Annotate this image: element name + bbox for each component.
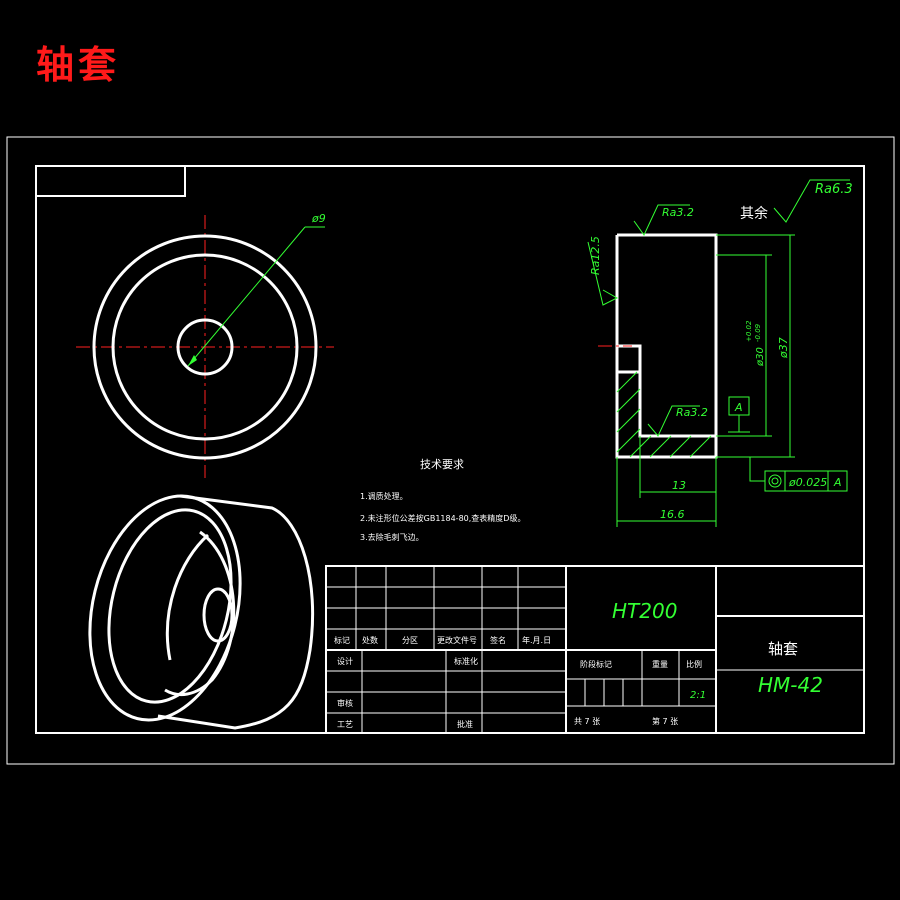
- section-view: Ra3.2 Ra12.5 Ra3.2 其余 Ra6.3 ø30 +0.02 -0…: [587, 179, 853, 527]
- dim-length-13: 13: [672, 479, 686, 492]
- tb-scale: 2:1: [690, 690, 706, 701]
- section-inner-step: [638, 372, 716, 438]
- roughness-top: Ra3.2: [662, 206, 694, 219]
- tb-standardize: 标准化: [454, 656, 478, 666]
- sheet-border-outer: [6, 136, 895, 765]
- tech-heading: 技术要求: [420, 458, 464, 471]
- tb-signature: 签名: [490, 635, 506, 645]
- tb-scale-label: 比例: [686, 659, 702, 669]
- leader-arrow: [188, 355, 197, 366]
- roughness-inner-symbol: [647, 405, 700, 437]
- tb-sheet-num: 第 7 张: [652, 716, 678, 726]
- dim-inner-tol-lower: -0.09: [754, 323, 762, 342]
- hatch: [616, 371, 712, 458]
- roughness-other: Ra6.3: [815, 182, 853, 197]
- tb-material: HT200: [612, 599, 677, 623]
- tb-sheet-total: 共 7 张: [574, 717, 600, 726]
- middle-circle: [111, 253, 299, 441]
- outer-circle: [92, 234, 318, 460]
- dim-length-16: 16.6: [660, 508, 685, 521]
- roughness-top-symbol: [633, 204, 690, 236]
- tb-weight: 重量: [652, 659, 668, 669]
- tb-design: 设计: [337, 656, 353, 666]
- title-block: [325, 565, 865, 734]
- title-block-text: 标记 处数 分区 更改文件号 签名 年.月.日 设计 标准化 审核 工艺 批准 …: [334, 599, 823, 729]
- iso-bore: [202, 587, 234, 643]
- tol-leader: [749, 457, 765, 482]
- tb-date: 年.月.日: [522, 635, 551, 645]
- tolerance-value: ø0.025: [788, 476, 827, 489]
- tb-part-name: 轴套: [768, 640, 798, 658]
- tb-zone: 分区: [402, 636, 418, 645]
- roughness-other-symbol: [773, 179, 850, 223]
- tb-mark: 标记: [334, 635, 350, 645]
- roughness-inner: Ra3.2: [676, 406, 708, 419]
- leader-bore: [187, 226, 306, 367]
- bore-circle: [176, 318, 234, 376]
- tb-approve: 批准: [457, 719, 473, 729]
- section-bore-step: [617, 344, 642, 374]
- tolerance-datum: A: [833, 476, 842, 489]
- dim-inner-dia: ø30: [755, 347, 766, 367]
- tb-count: 处数: [362, 635, 378, 645]
- concentricity-icon-outer: [768, 474, 782, 488]
- tb-drawing-number: HM-42: [758, 673, 823, 697]
- iso-view: [88, 494, 315, 730]
- dim-outer-dia: ø37: [777, 337, 790, 359]
- iso-inner-edge: [165, 533, 209, 661]
- iso-front-inner: [107, 508, 233, 704]
- tb-process: 工艺: [337, 720, 353, 729]
- tb-change-doc: 更改文件号: [437, 635, 477, 645]
- tb-review: 审核: [337, 698, 353, 708]
- tb-stage-mark: 阶段标记: [580, 659, 612, 669]
- iso-back-edge: [157, 494, 315, 730]
- tech-item-2: 2.未注形位公差按GB1184-80,查表精度D级。: [360, 513, 525, 523]
- roughness-left-symbol: [587, 241, 619, 306]
- datum-label: A: [734, 401, 743, 414]
- tol-frame: [764, 470, 848, 492]
- dim-inner-tol-upper: +0.02: [745, 320, 753, 342]
- front-view: ø9: [76, 212, 334, 478]
- tech-item-1: 1.调质处理。: [360, 491, 408, 501]
- other-label: 其余: [740, 205, 768, 222]
- iso-inner-curve: [164, 530, 236, 697]
- bore-dim: ø9: [311, 212, 326, 225]
- technical-requirements: 技术要求 1.调质处理。 2.未注形位公差按GB1184-80,查表精度D级。 …: [360, 458, 525, 542]
- tech-item-3: 3.去除毛刺飞边。: [360, 532, 424, 542]
- concentricity-icon-inner: [771, 477, 779, 485]
- corner-box: [35, 165, 186, 197]
- roughness-left: Ra12.5: [589, 236, 602, 275]
- page-title: 轴套: [36, 42, 121, 87]
